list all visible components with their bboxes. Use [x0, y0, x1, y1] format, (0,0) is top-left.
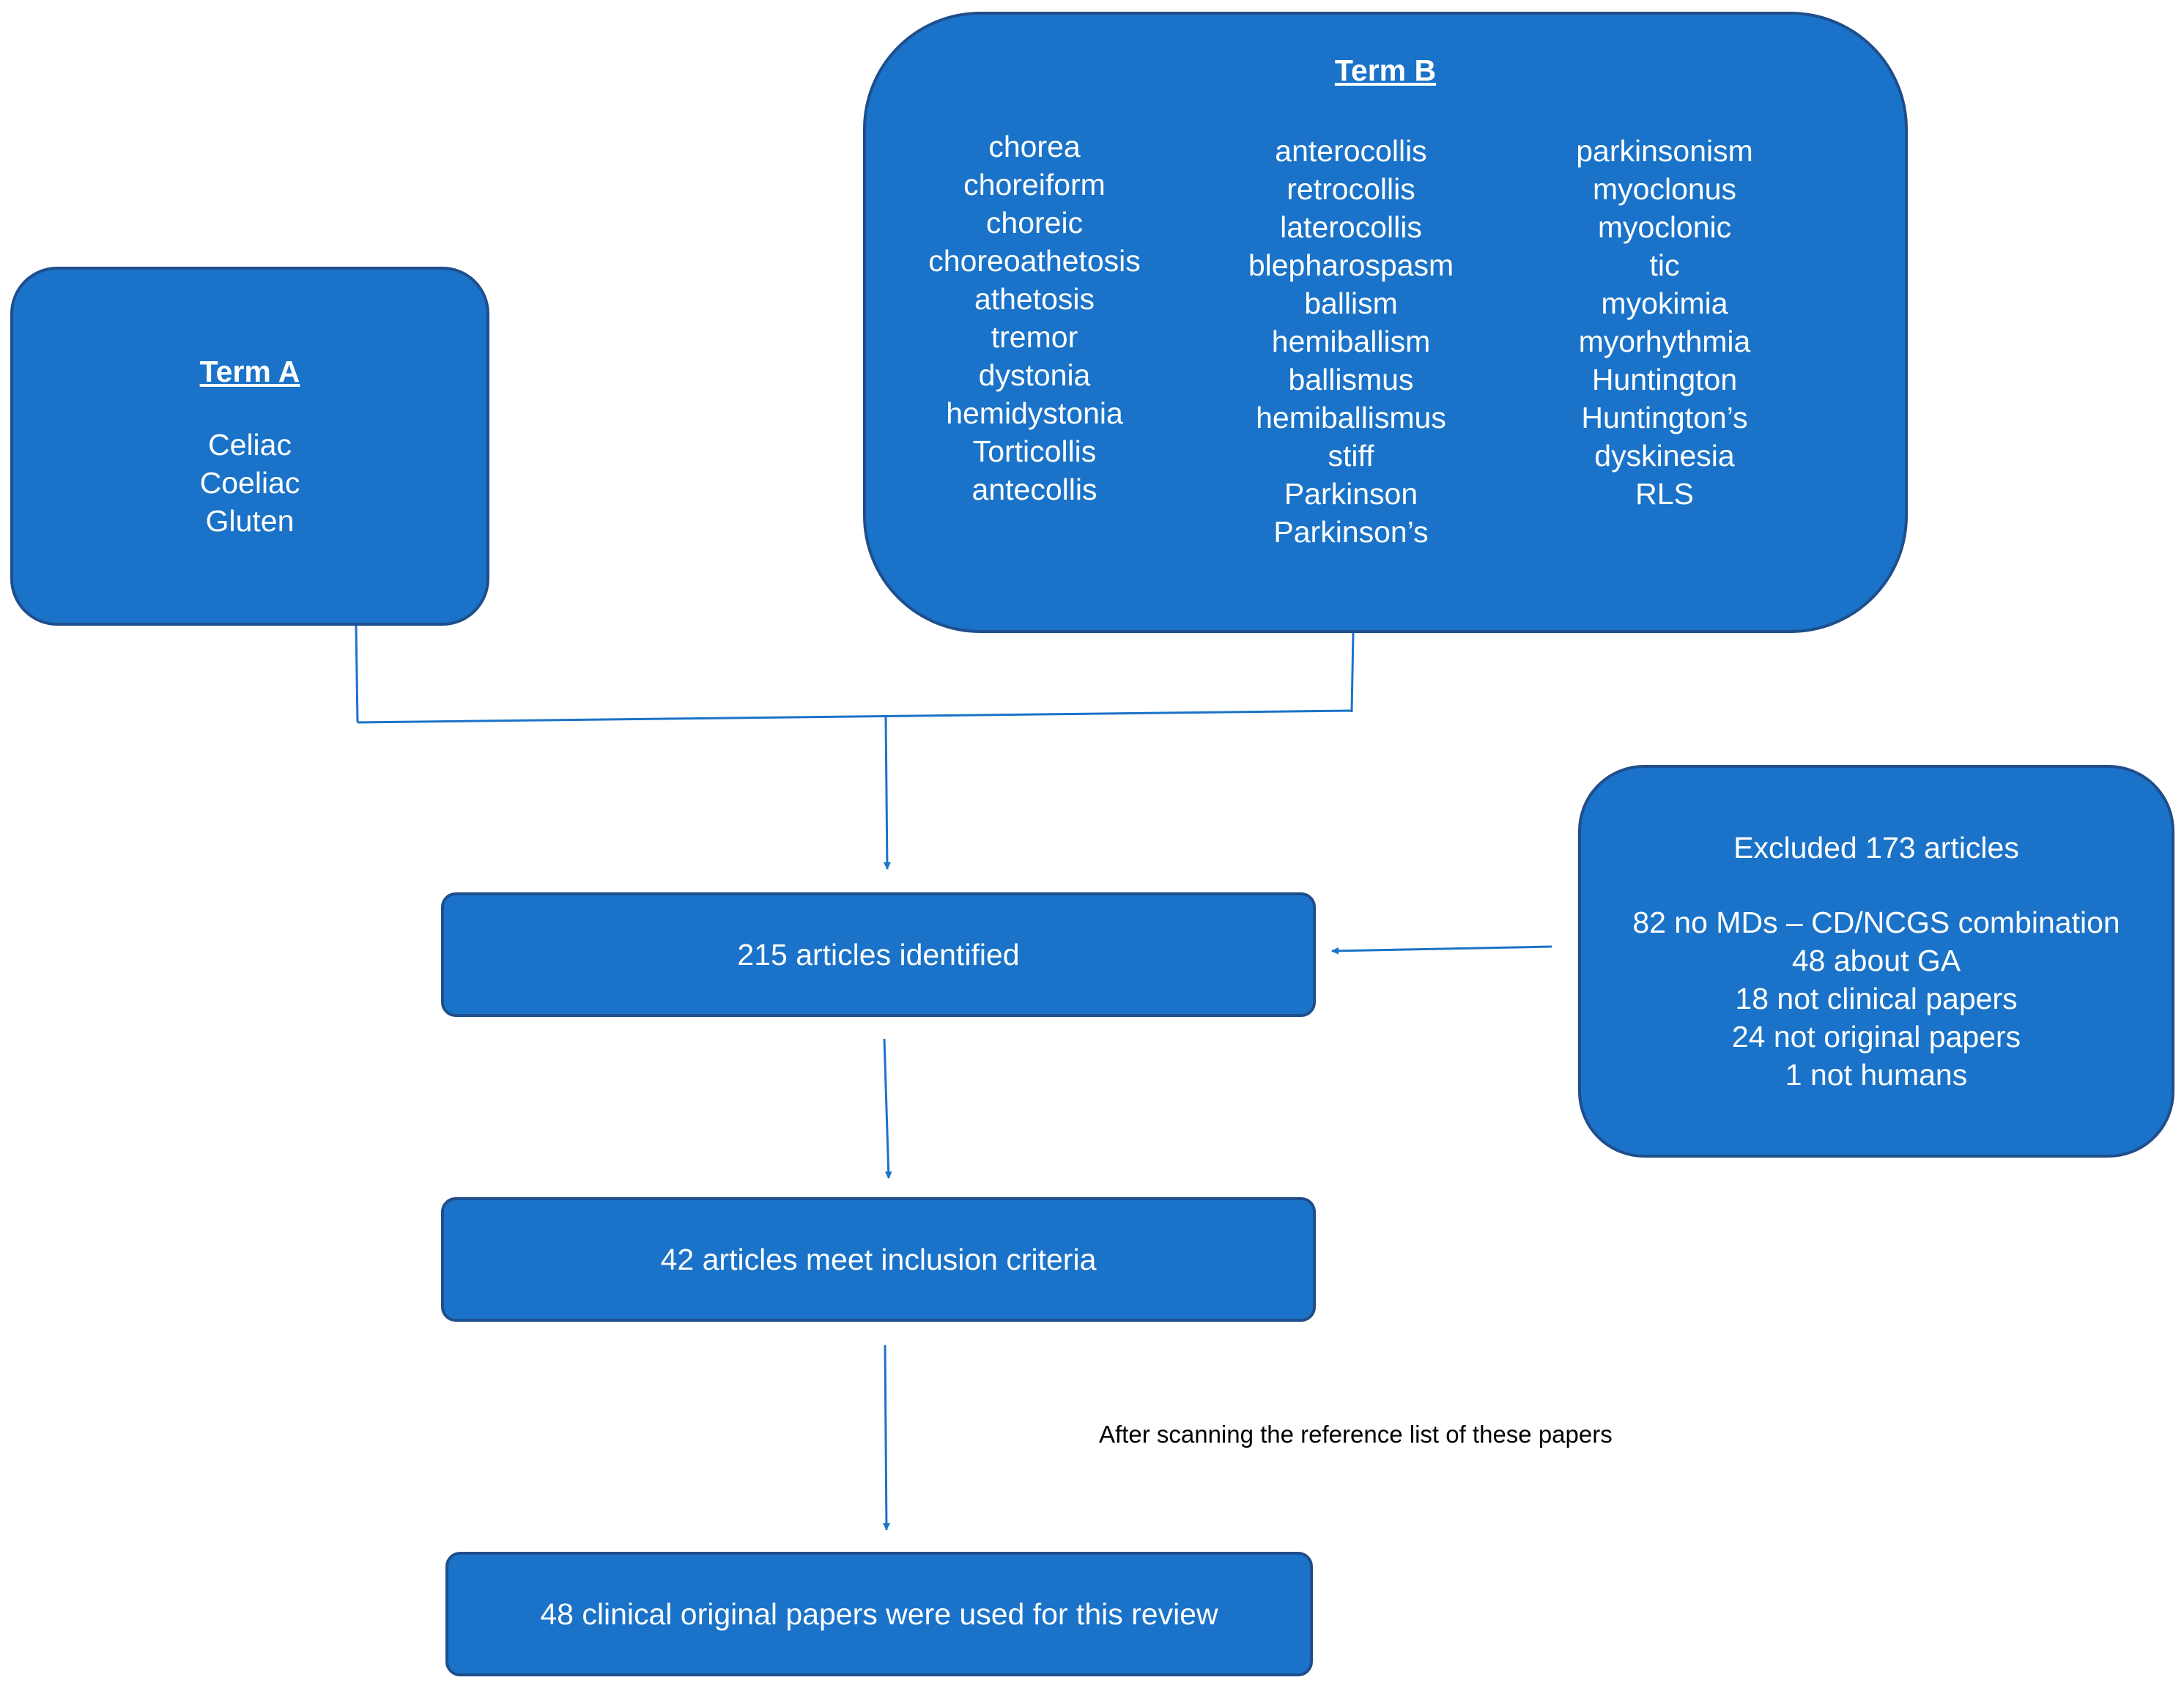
arrow-to-identified	[883, 716, 891, 870]
excluded-item: 82 no MDs – CD/NCGS combination	[1632, 906, 2120, 939]
term-b-item: parkinsonism	[1576, 134, 1753, 168]
term-a-item: Gluten	[205, 504, 295, 538]
term-b-item: myorhythmia	[1578, 325, 1751, 358]
arrow-to-inclusion	[883, 1038, 892, 1179]
term-b-title: Term B	[1334, 53, 1437, 87]
term-b-item: hemidystonia	[946, 396, 1123, 430]
term-b-item: choreiform	[963, 168, 1106, 201]
term-b-item: tremor	[991, 320, 1078, 354]
term-b-item: antecollis	[971, 473, 1097, 506]
term-b-item: chorea	[988, 130, 1081, 163]
term-a-item: Coeliac	[199, 466, 300, 500]
term-b-column-1: chorea choreiform choreic choreoathetosi…	[895, 127, 1174, 508]
excluded-item: 1 not humans	[1785, 1058, 1968, 1092]
term-b-item: hemiballismus	[1256, 401, 1446, 434]
term-b-item: anterocollis	[1275, 134, 1427, 168]
excluded-item: 18 not clinical papers	[1735, 982, 2018, 1015]
term-b-item: blepharospasm	[1248, 248, 1454, 282]
merge-connector	[357, 709, 1352, 724]
arrow-from-excluded	[1331, 945, 1552, 955]
reference-scan-note: After scanning the reference list of the…	[1099, 1421, 1613, 1448]
term-b-item: dystonia	[978, 358, 1091, 392]
excluded-item: 48 about GA	[1791, 944, 1961, 977]
final-text: 48 clinical original papers were used fo…	[540, 1597, 1218, 1631]
term-b-item: myoclonic	[1597, 210, 1732, 244]
term-b-item: Huntington’s	[1581, 401, 1748, 434]
term-a-title: Term A	[199, 355, 300, 388]
term-b-item: laterocollis	[1280, 210, 1422, 244]
term-b-item: retrocollis	[1287, 172, 1415, 206]
term-b-column-2: anterocollis retrocollis laterocollis bl…	[1212, 132, 1490, 551]
term-b-box: Term B chorea choreiform choreic choreoa…	[863, 12, 1908, 633]
term-b-item: dyskinesia	[1594, 439, 1735, 473]
term-b-item: RLS	[1635, 477, 1694, 511]
term-b-item: stiff	[1328, 439, 1374, 473]
term-b-item: myoclonus	[1593, 172, 1736, 206]
term-b-item: choreoathetosis	[928, 244, 1141, 278]
inclusion-text: 42 articles meet inclusion criteria	[660, 1243, 1097, 1276]
term-b-item: choreic	[985, 206, 1084, 240]
term-b-item: Parkinson	[1284, 477, 1418, 511]
arrow-to-final	[882, 1344, 890, 1531]
term-b-column-3: parkinsonism myoclonus myoclonic tic myo…	[1525, 132, 1804, 513]
term-b-connector	[1350, 632, 1355, 713]
term-b-item: Torticollis	[972, 434, 1097, 468]
term-b-item: Parkinson’s	[1273, 515, 1429, 549]
term-b-item: myokimia	[1601, 286, 1728, 320]
identified-box: 215 articles identified	[441, 892, 1316, 1017]
term-a-connector	[355, 625, 359, 723]
excluded-box: Excluded 173 articles 82 no MDs – CD/NCG…	[1578, 765, 2174, 1158]
term-b-item: athetosis	[974, 282, 1095, 316]
term-b-item: ballism	[1304, 286, 1398, 320]
term-b-item: hemiballism	[1271, 325, 1431, 358]
term-b-item: tic	[1649, 248, 1680, 282]
excluded-heading: Excluded 173 articles	[1733, 831, 2019, 865]
term-b-item: Huntington	[1591, 363, 1738, 396]
excluded-item: 24 not original papers	[1731, 1020, 2021, 1054]
inclusion-box: 42 articles meet inclusion criteria	[441, 1197, 1316, 1322]
term-a-item: Celiac	[208, 428, 292, 462]
final-box: 48 clinical original papers were used fo…	[445, 1552, 1313, 1676]
identified-text: 215 articles identified	[737, 938, 1020, 972]
term-a-box: Term A Celiac Coeliac Gluten	[10, 267, 489, 626]
term-b-item: ballismus	[1288, 363, 1414, 396]
